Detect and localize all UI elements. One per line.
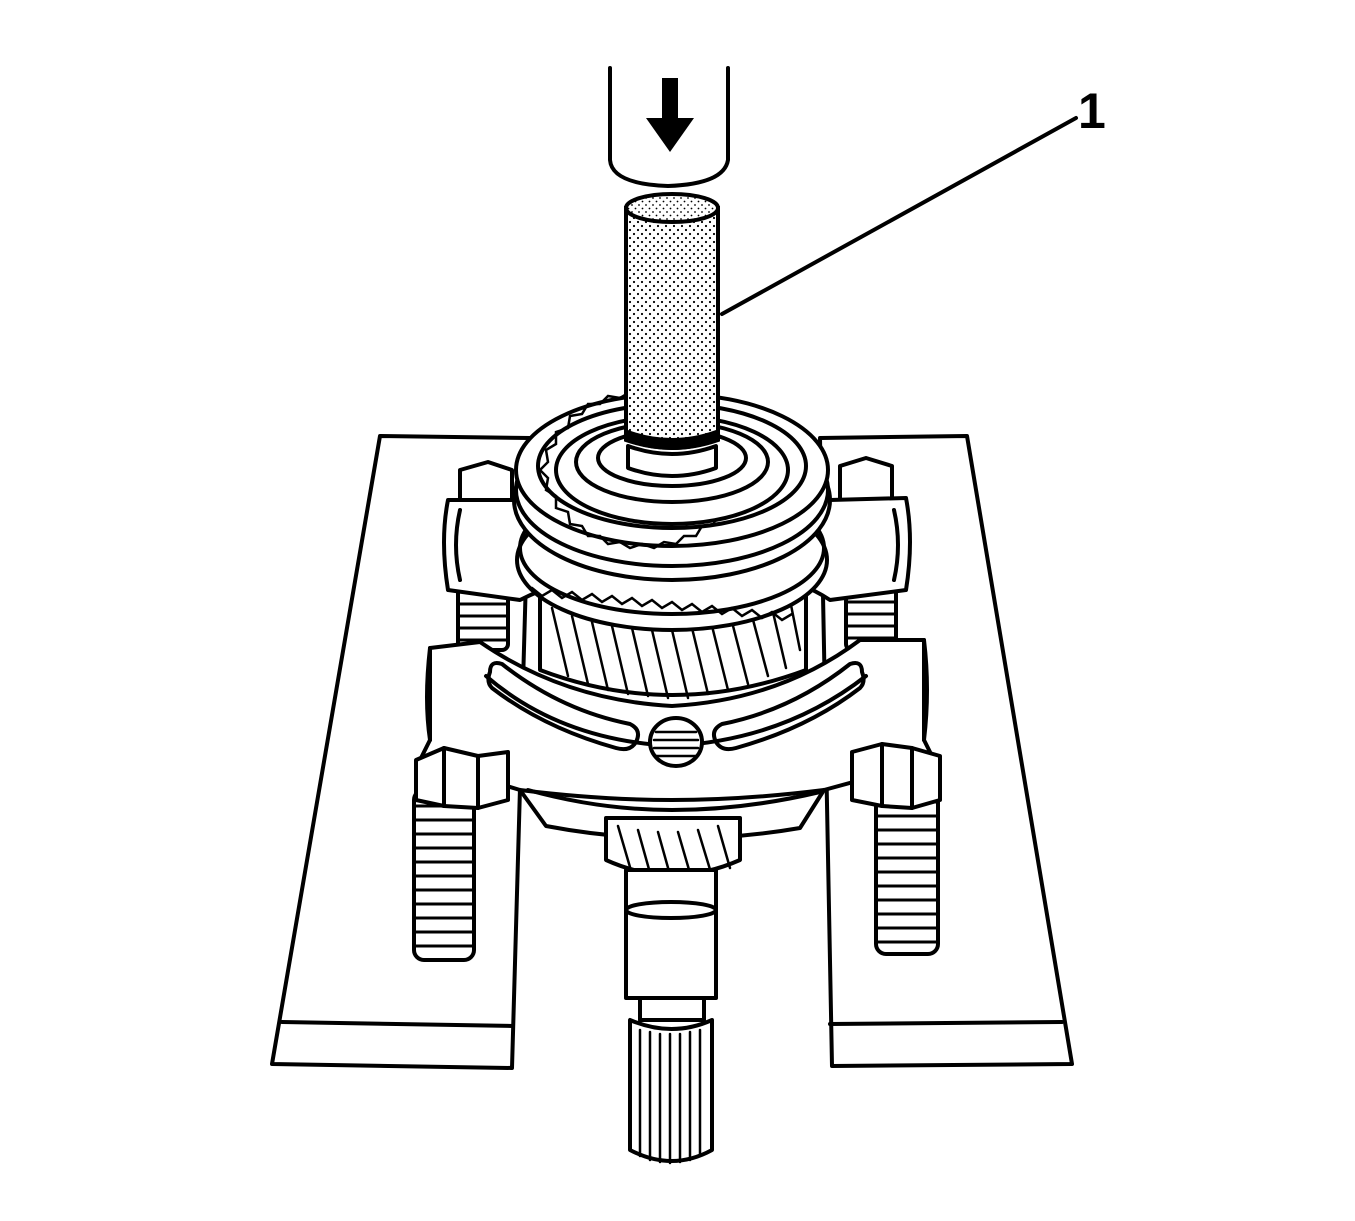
front-left-bolt	[412, 746, 510, 962]
callout-1: 1	[720, 83, 1106, 316]
installer-tool	[624, 192, 720, 478]
bearing-separator-lower	[418, 638, 936, 841]
down-arrow-icon	[646, 78, 694, 152]
output-shaft	[604, 816, 742, 1165]
front-right-bolt	[850, 742, 942, 956]
press-ram	[608, 66, 730, 188]
callout-label-1: 1	[1078, 83, 1106, 139]
